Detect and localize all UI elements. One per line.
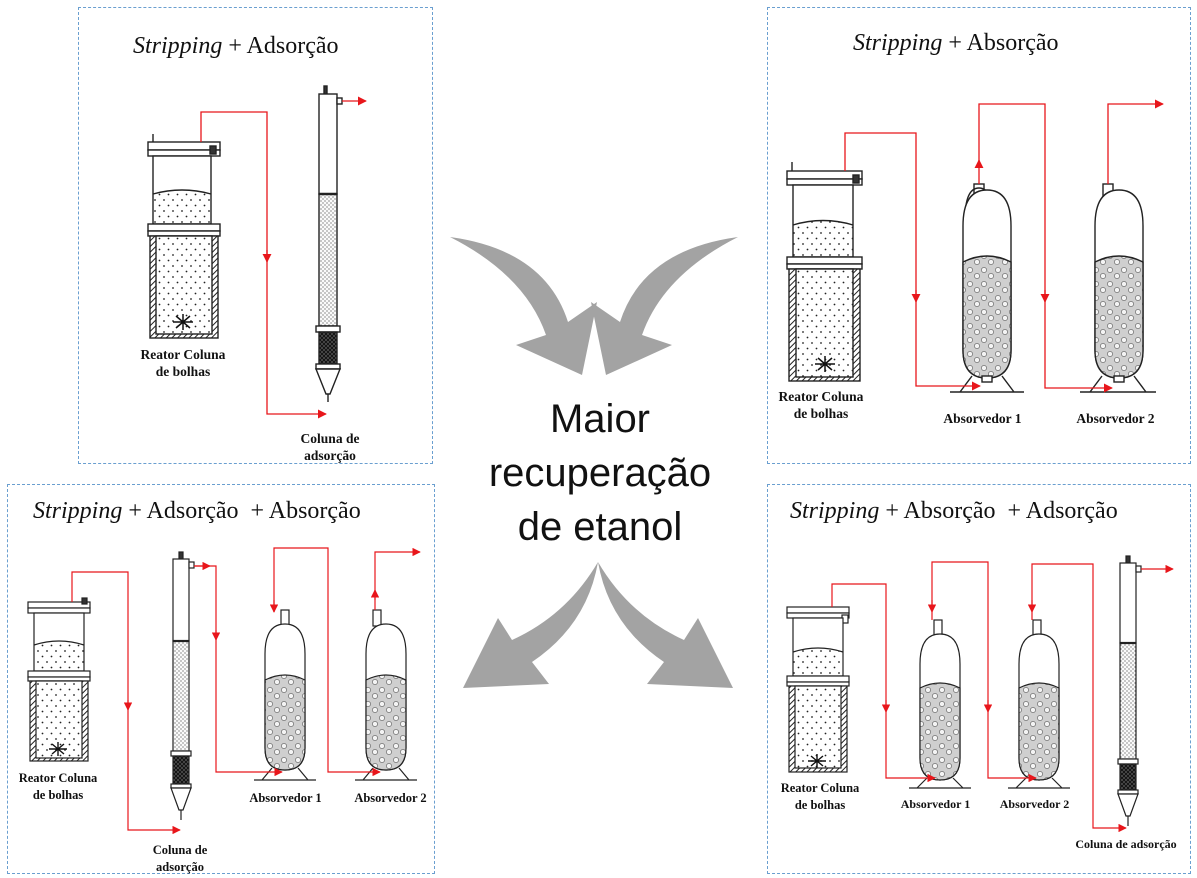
- flow-line: [273, 547, 381, 777]
- adsorption-column-br: [1117, 555, 1142, 826]
- reactor-tl: [147, 134, 221, 339]
- flow-line: [978, 103, 1113, 393]
- absorber-1-tr: [950, 183, 1024, 393]
- central-message: Maior recuperação de etanol: [488, 397, 712, 549]
- reactor-tr: [786, 162, 863, 382]
- absorber-1-br: [909, 619, 971, 789]
- flow-line: [71, 571, 181, 835]
- bottom-right-diagram: [786, 555, 1174, 833]
- reactor-bl: [27, 597, 91, 762]
- panel-stripping-absorption: [767, 7, 1191, 464]
- flow-line: [1107, 99, 1164, 184]
- absorber-2-bl: [355, 609, 417, 781]
- absorber-2-tr: [1080, 183, 1156, 393]
- flow-line: [844, 132, 981, 391]
- top-left-diagram: [147, 85, 367, 419]
- bottom-left-diagram: [27, 547, 421, 835]
- panel-stripping-adsorption: [78, 7, 433, 464]
- panel-stripping-absorption-adsorption: [767, 484, 1191, 874]
- absorber-1-label: Absorvedor 1: [900, 797, 971, 811]
- curved-arrow-from-top-right: [591, 237, 738, 375]
- panel-stripping-adsorption-absorption: [7, 484, 435, 874]
- top-right-diagram: [786, 99, 1164, 393]
- flow-line: [831, 583, 936, 783]
- panel-title: Stripping + Adsorção: [133, 33, 339, 59]
- curved-arrow-to-bottom-right: [598, 562, 733, 688]
- panel-title: Stripping + Adsorção + Absorção: [33, 498, 361, 524]
- absorber-2-label: Absorvedor 2: [354, 791, 427, 805]
- curved-arrow-to-bottom-left: [463, 562, 598, 688]
- adsorption-column-bl: [170, 551, 195, 820]
- absorber-2-label: Absorvedor 2: [1076, 411, 1155, 426]
- panel-title: Stripping + Absorção + Adsorção: [790, 498, 1118, 524]
- absorber-2-label: Absorvedor 2: [999, 797, 1070, 811]
- adsorption-column-tl: [314, 85, 343, 402]
- absorber-1-label: Absorvedor 1: [249, 791, 322, 805]
- flow-line: [374, 547, 421, 610]
- flow-line: [931, 561, 1037, 783]
- absorber-2-br: [1008, 619, 1070, 789]
- adsorption-column-label: Coluna de adsorção: [1075, 837, 1177, 851]
- absorber-1-bl: [254, 609, 316, 781]
- flow-line: [1031, 563, 1127, 833]
- curved-arrow-from-top-left: [450, 237, 597, 375]
- panel-title: Stripping + Absorção: [853, 30, 1059, 56]
- absorber-1-label: Absorvedor 1: [943, 411, 1022, 426]
- flow-line: [200, 111, 327, 419]
- reactor-br: [786, 606, 850, 773]
